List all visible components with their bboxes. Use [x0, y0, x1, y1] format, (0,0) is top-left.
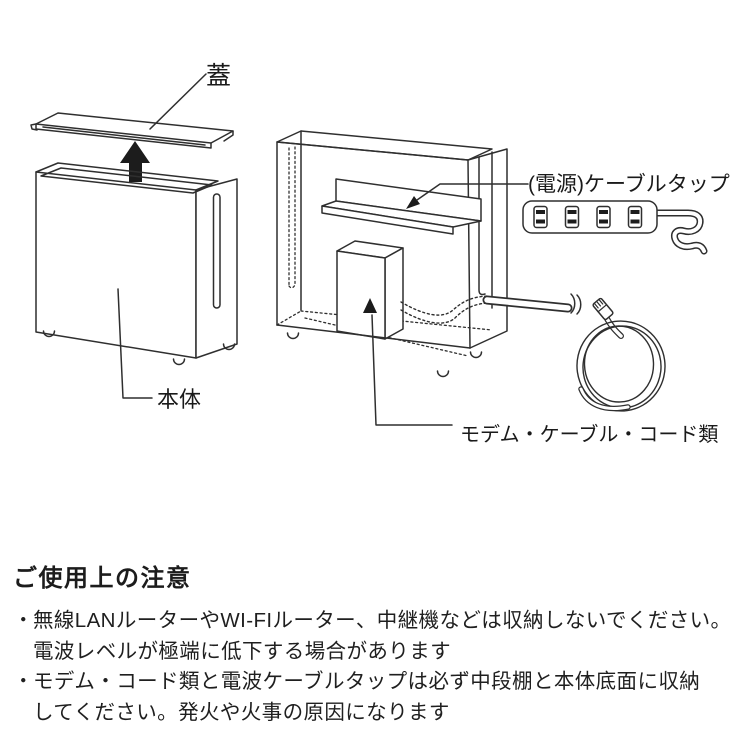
notice-bullet-2-line-2: してください。発火や火事の原因になります	[33, 700, 450, 724]
cable-box-diagram-svg: 蓋 本体 (電源)ケーブルタップ モデム・ケーブル・コード類	[30, 62, 730, 446]
notice-text: 無線LANルーターやWI-FIルーター、中継機などは収納しないでください。	[33, 609, 732, 632]
shelf-pointer-arrow	[406, 183, 529, 209]
notice-heading: ご使用上の注意	[13, 565, 192, 592]
notice-text: モデム・コード類と電波ケーブルタップは必ず中段棚と本体底面に収納	[33, 670, 701, 693]
routed-cable-dashed	[400, 295, 489, 324]
caster-wheel	[469, 351, 483, 359]
body-label: 本体	[157, 387, 201, 412]
caster-wheel	[222, 343, 236, 351]
lift-arrow-up-icon	[120, 141, 150, 182]
lid-illustration	[30, 112, 234, 149]
outlet-sockets	[533, 205, 643, 229]
cable-break-mark	[576, 294, 582, 315]
usage-notice-section: ご使用上の注意 ・無線LANルーターやWI-FIルーター、中継機などは収納しない…	[0, 548, 740, 728]
caster-wheel	[286, 332, 300, 340]
bullet-marker: ・	[13, 609, 34, 632]
caster-wheel	[436, 370, 450, 378]
product-diagram: 蓋 本体 (電源)ケーブルタップ モデム・ケーブル・コード類	[30, 62, 730, 446]
side-cable-slot	[212, 193, 221, 309]
caster-wheel	[42, 330, 56, 338]
coiled-cable	[576, 297, 666, 412]
modem-box	[336, 240, 404, 340]
bullet-marker: ・	[13, 670, 34, 693]
body-leader-line	[117, 288, 153, 399]
modem-cables-label: モデム・ケーブル・コード類	[460, 422, 718, 446]
cable-exiting-slot	[482, 293, 582, 315]
main-body-box	[35, 162, 238, 366]
notice-bullet-2-line-1: ・モデム・コード類と電波ケーブルタップは必ず中段棚と本体底面に収納	[13, 667, 734, 698]
cable-break-mark	[570, 293, 576, 314]
modem-pointer-arrow	[363, 298, 453, 426]
cable-connector-plug	[592, 297, 614, 321]
power-strip	[522, 200, 708, 255]
caster-wheel	[172, 358, 186, 366]
notice-bullet-1-line-2: 電波レベルが極端に低下する場合があります	[33, 639, 451, 663]
lid-label: 蓋	[206, 62, 231, 90]
notice-bullet-1-line-1: ・無線LANルーターやWI-FIルーター、中継機などは収納しないでください。	[13, 606, 734, 637]
slot-edge-front	[478, 156, 486, 296]
power-tap-label: (電源)ケーブルタップ	[528, 173, 730, 196]
middle-shelf	[321, 178, 482, 235]
lid-leader-line	[149, 73, 207, 130]
